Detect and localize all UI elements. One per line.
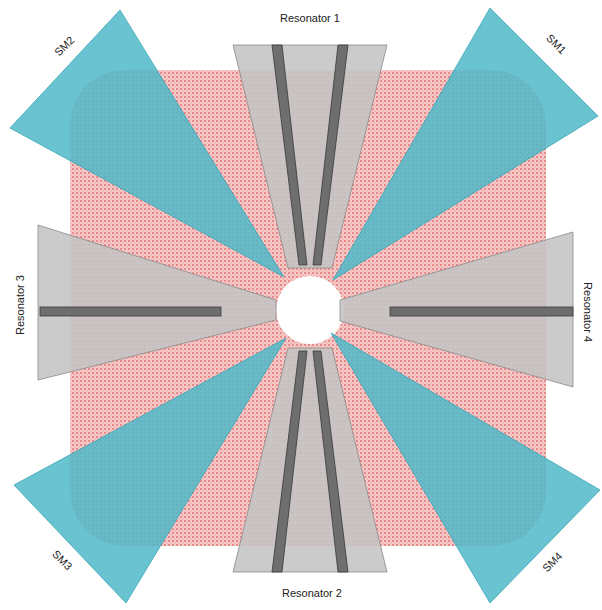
sm-wedge <box>331 333 600 603</box>
resonator-strip <box>272 45 307 265</box>
sm-wedge <box>14 338 286 603</box>
part-label: SM4 <box>540 550 565 575</box>
part-label: SM2 <box>52 34 77 59</box>
resonator-strip <box>313 45 348 265</box>
resonator-strip <box>313 351 348 572</box>
part-label: SM3 <box>50 548 75 573</box>
part-label: Resonator 4 <box>582 282 594 342</box>
sm-wedge <box>333 8 598 280</box>
part-label: SM1 <box>544 32 569 57</box>
resonator-strip <box>40 307 221 316</box>
sm-wedge <box>10 10 284 277</box>
part-label: Resonator 3 <box>14 275 26 335</box>
resonator-strip <box>390 307 573 316</box>
resonator-strip <box>272 351 307 572</box>
part-label: Resonator 1 <box>280 12 340 24</box>
central-gap <box>276 276 344 344</box>
part-label: Resonator 2 <box>282 587 342 599</box>
